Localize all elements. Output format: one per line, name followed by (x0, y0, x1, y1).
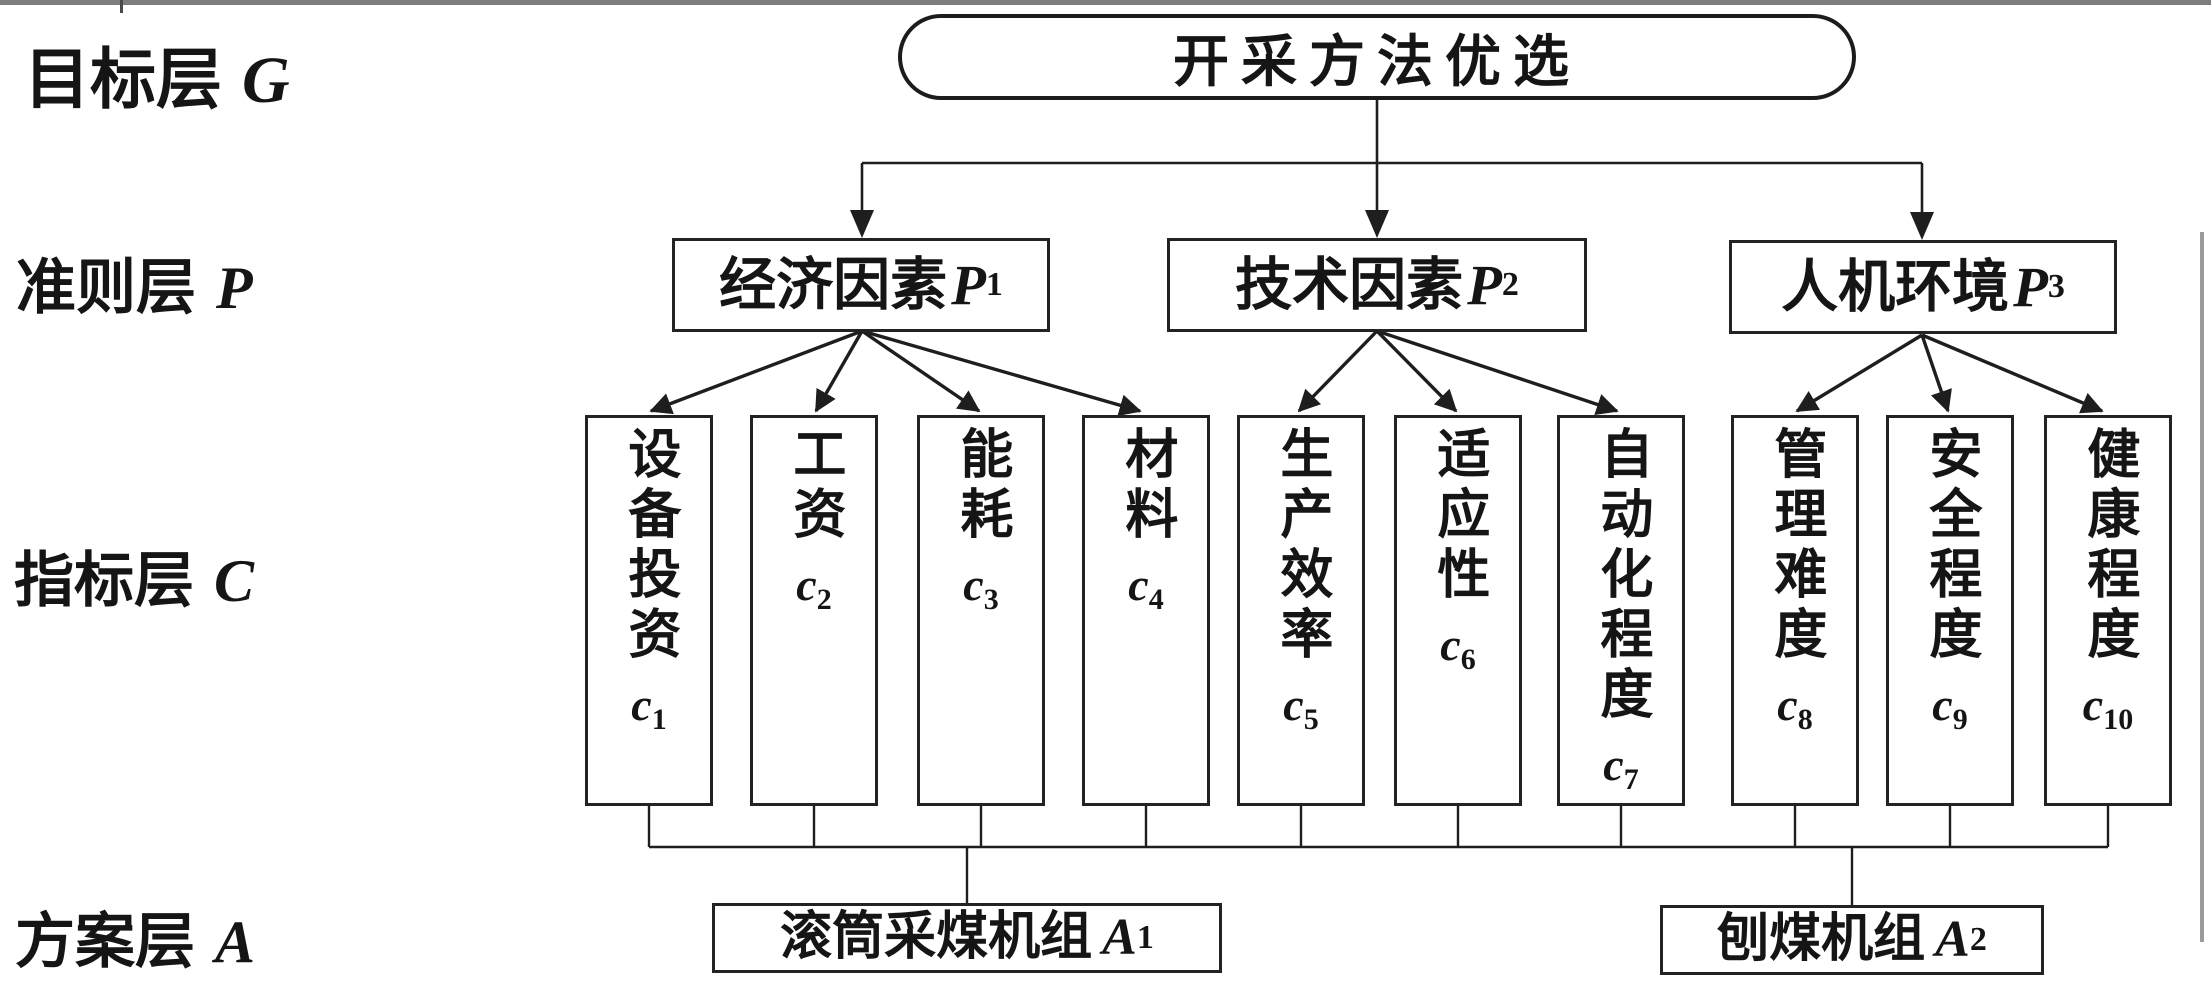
layer-symbol-G: G (242, 44, 290, 117)
indicator-c2-symbol: c2 (796, 559, 832, 616)
layer-label-alternative-text: 方案层 (15, 909, 195, 975)
alternative-A2-label: 刨煤机组 (1717, 911, 1926, 968)
indicator-c1-label: 设备投资 (620, 426, 679, 666)
indicator-node-c9: 安全程度 c9 (1886, 415, 2014, 806)
indicator-c9-label: 安全程度 (1921, 426, 1980, 666)
indicator-c5-label: 生产效率 (1272, 426, 1331, 666)
indicator-c7-symbol: c7 (1603, 739, 1639, 796)
alternative-A2-symbol: A (1935, 911, 1970, 968)
goal-node: 开采方法优选 (898, 14, 1856, 100)
scan-top-tick (120, 0, 123, 13)
layer-label-indicator-text: 指标层 (14, 548, 194, 614)
indicator-c8-symbol: c8 (1777, 679, 1813, 736)
alternative-A1-symbol: A (1102, 909, 1137, 966)
layer-label-goal-text: 目标层 (24, 44, 222, 117)
indicator-c5-symbol: c5 (1283, 679, 1319, 736)
layer-label-criteria-text: 准则层 (16, 255, 196, 321)
criteria-P2-subscript: 2 (1501, 266, 1519, 303)
indicator-c6-label: 适应性 (1429, 426, 1488, 606)
indicator-c2-label: 工资 (785, 426, 844, 546)
criteria-P1-symbol: P (951, 253, 986, 317)
indicator-node-c10: 健康程度 c10 (2044, 415, 2172, 806)
alternative-A2-subscript: 2 (1969, 921, 1987, 958)
layer-symbol-P: P (216, 255, 253, 321)
indicator-c7-label: 自动化程度 (1592, 426, 1651, 726)
indicator-node-c2: 工资 c2 (750, 415, 878, 806)
alternative-A1-label: 滚筒采煤机组 (780, 909, 1093, 966)
indicator-c4-label: 材料 (1117, 426, 1176, 546)
indicator-node-c1: 设备投资 c1 (585, 415, 713, 806)
indicator-node-c3: 能耗 c3 (917, 415, 1045, 806)
layer-label-indicator: 指标层 C (14, 551, 254, 611)
criteria-P2-symbol: P (1467, 253, 1502, 317)
layer-symbol-C: C (214, 548, 255, 614)
indicator-c3-symbol: c3 (963, 559, 999, 616)
layer-label-criteria: 准则层 P (16, 258, 253, 318)
indicator-node-c4: 材料 c4 (1082, 415, 1210, 806)
criteria-P3-symbol: P (2013, 255, 2048, 319)
criteria-P3-label: 人机环境 (1781, 255, 2010, 319)
criteria-P3-subscript: 3 (2047, 268, 2065, 305)
indicator-node-c5: 生产效率 c5 (1237, 415, 1365, 806)
goal-node-label: 开采方法优选 (1173, 31, 1581, 94)
indicator-c4-symbol: c4 (1128, 559, 1164, 616)
indicator-c6-symbol: c6 (1440, 619, 1476, 676)
indicator-node-c7: 自动化程度 c7 (1557, 415, 1685, 806)
layer-label-alternative: 方案层 A (15, 912, 255, 972)
indicator-c10-label: 健康程度 (2079, 426, 2138, 666)
indicator-c8-label: 管理难度 (1766, 426, 1825, 666)
scan-right-edge (2200, 232, 2204, 942)
indicator-c1-symbol: c1 (631, 679, 667, 736)
indicator-c3-label: 能耗 (952, 426, 1011, 546)
criteria-P1-label: 经济因素 (719, 253, 948, 317)
alternative-A1-subscript: 1 (1136, 919, 1154, 956)
indicator-c9-symbol: c9 (1932, 679, 1968, 736)
criteria-P1-subscript: 1 (985, 266, 1003, 303)
indicator-c10-symbol: c10 (2082, 679, 2134, 736)
layer-symbol-A: A (215, 909, 256, 975)
criteria-P2-label: 技术因素 (1235, 253, 1464, 317)
scan-top-edge (0, 0, 2211, 5)
indicator-node-c8: 管理难度 c8 (1731, 415, 1859, 806)
indicator-node-c6: 适应性 c6 (1394, 415, 1522, 806)
